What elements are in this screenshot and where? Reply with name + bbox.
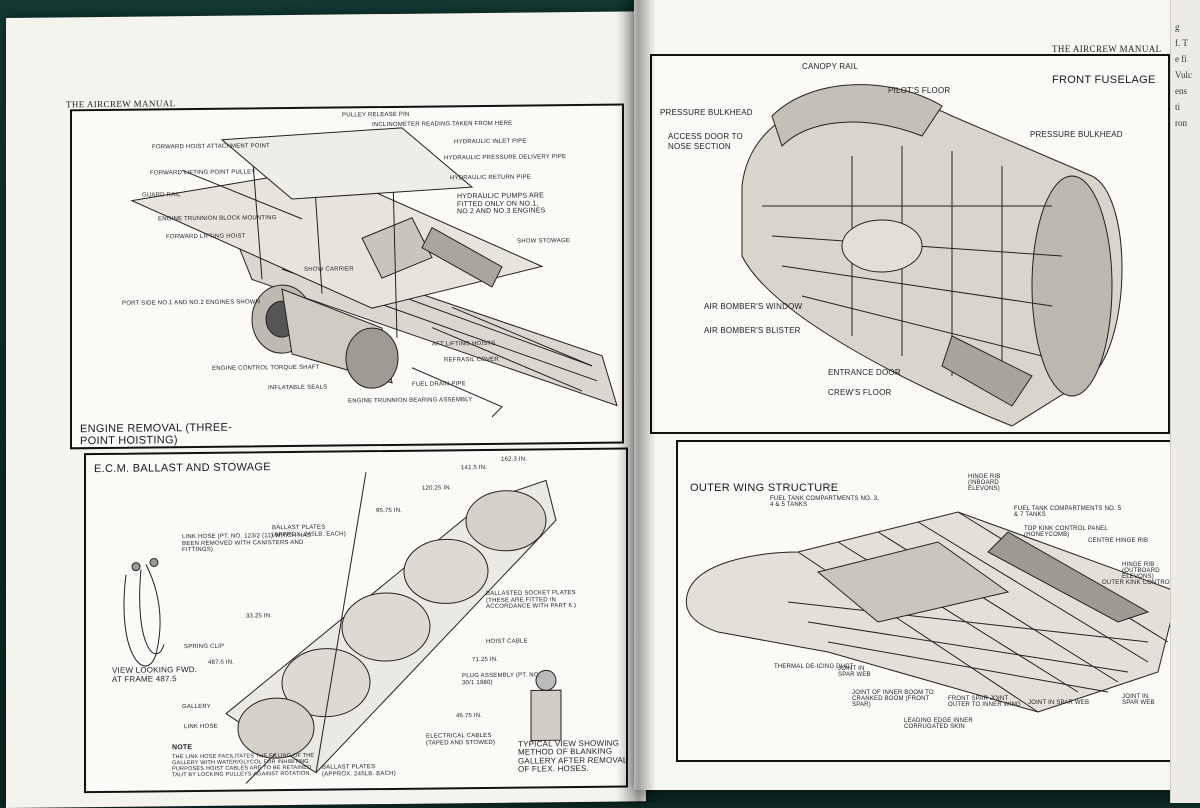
- callout: HYDRAULIC RETURN PIPE: [450, 174, 531, 182]
- callout: LEADING EDGE INNER CORRUGATED SKIN: [904, 718, 973, 730]
- next-page-fragment: g: [1175, 22, 1180, 32]
- book-spine-shadow: [616, 0, 656, 803]
- callout: SHOW CARRIER: [304, 266, 354, 273]
- callout: AFT LIFTING HOISTS: [432, 340, 496, 348]
- next-page-edge: g f. T e fi Vulc ens ti ron: [1170, 0, 1200, 803]
- front-fuselage-drawing: [741, 84, 1123, 427]
- outer-wing-drawing: [685, 511, 1179, 713]
- callout: PILOT'S FLOOR: [888, 86, 951, 95]
- callout: HINGE RIB (INBOARD ELEVONS): [968, 474, 1001, 492]
- callout: CANOPY RAIL: [802, 62, 858, 71]
- running-head-right: THE AIRCREW MANUAL: [1052, 44, 1162, 54]
- callout: ENTRANCE DOOR: [828, 368, 901, 377]
- callout: CREW'S FLOOR: [828, 388, 892, 397]
- callout: JOINT IN SPAR WEB: [1122, 694, 1155, 706]
- callout: 33.25 IN.: [246, 613, 273, 620]
- callout: HYDRAULIC PUMPS ARE FITTED ONLY ON No.1,…: [457, 192, 546, 216]
- right-page: THE AIRCREW MANUAL CANOPY RAIL PILOT'S F…: [634, 0, 1200, 790]
- callout: ENGINE TRUNNION BLOCK MOUNTING: [158, 215, 277, 223]
- callout: FUEL TANK COMPARTMENTS No. 3, 4 & 5 TANK…: [770, 496, 880, 508]
- callout: BALLAST PLATES (APPROX. 245LB. EACH): [272, 524, 346, 538]
- callout: 487.5 IN.: [208, 659, 235, 666]
- callout: GALLERY: [182, 703, 211, 711]
- outer-wing-panel: OUTER WING STRUCTURE HINGE RIB (INBOARD …: [676, 440, 1200, 762]
- callout: ACCESS DOOR TO NOSE SECTION: [668, 132, 743, 151]
- callout: JOINT OF INNER BOOM TO CRANKED BOOM (FRO…: [852, 690, 934, 708]
- panel-title: OUTER WING STRUCTURE: [690, 482, 839, 494]
- callout: BALLASTED SOCKET PLATES (THESE ARE FITTE…: [486, 590, 577, 611]
- next-page-fragment: Vulc: [1175, 70, 1192, 80]
- callout: 71.25 IN.: [472, 656, 499, 664]
- callout: HOIST CABLE: [486, 638, 528, 645]
- callout: CENTRE HINGE RIB: [1088, 538, 1149, 544]
- callout: 141.5 IN.: [461, 464, 488, 472]
- front-fuselage-panel: CANOPY RAIL PILOT'S FLOOR FRONT FUSELAGE…: [650, 54, 1170, 434]
- callout: VIEW LOOKING FWD. AT FRAME 487.5: [112, 664, 198, 684]
- callout: 162.3 IN.: [501, 456, 528, 463]
- ecm-ballast-panel: E.C.M. BALLAST AND STOWAGE 141.5 IN. 162…: [84, 447, 628, 794]
- callout: THERMAL DE-ICING DUCT: [774, 664, 854, 670]
- callout: PULLEY RELEASE PIN: [342, 111, 410, 119]
- next-page-fragment: ron: [1175, 118, 1187, 128]
- left-page: THE AIRCREW MANUAL: [6, 11, 646, 808]
- next-page-fragment: e fi: [1175, 54, 1187, 64]
- callout: 46.75 IN.: [456, 713, 483, 720]
- callout: FUEL TANK COMPARTMENTS No. 5 & 7 TANKS: [1014, 506, 1122, 518]
- note-text: THE LINK HOSE FACILITATES THE FILLING OF…: [172, 752, 315, 779]
- callout: TOP KINK CONTROL PANEL (HONEYCOMB): [1024, 526, 1108, 538]
- callout: ENGINE CONTROL TORQUE SHAFT: [212, 364, 320, 372]
- callout: 120.25 IN.: [422, 485, 452, 492]
- callout: REFRASIL COVER: [444, 356, 499, 364]
- callout: FORWARD LIFTING POINT PULLEY: [150, 169, 256, 177]
- note-heading: NOTE: [172, 744, 193, 752]
- callout: TYPICAL VIEW SHOWING METHOD OF BLANKING …: [518, 738, 628, 774]
- callout: FORWARD LIFTING HOIST: [166, 233, 246, 241]
- callout: BALLAST PLATES (APPROX. 245LB. EACH): [322, 764, 396, 778]
- next-page-fragment: ens: [1175, 86, 1187, 96]
- callout: AIR BOMBER'S WINDOW: [704, 302, 803, 311]
- callout: FRONT SPAR JOINT OUTER TO INNER WING: [948, 696, 1021, 708]
- callout: PLUG ASSEMBLY (PT. No. 30/1 1980): [462, 672, 541, 686]
- callout: PRESSURE BULKHEAD: [1030, 130, 1123, 139]
- next-page-fragment: ti: [1175, 102, 1181, 112]
- callout: GUARD RAIL: [142, 192, 181, 199]
- callout: HYDRAULIC PRESSURE DELIVERY PIPE: [444, 154, 567, 162]
- callout: SPRING CLIP: [184, 643, 225, 651]
- panel-title: ENGINE REMOVAL (THREE-POINT HOISTING): [80, 421, 233, 448]
- callout: JOINT IN SPAR WEB: [838, 666, 871, 678]
- next-page-fragment: f. T: [1175, 38, 1188, 48]
- engine-removal-panel: PULLEY RELEASE PIN INCLINOMETER READING …: [70, 103, 624, 450]
- callout: FUEL DRAIN PIPE: [412, 381, 466, 388]
- callout: OUTER KINK CONTROL RIB: [1102, 580, 1186, 586]
- callout: SHOW STOWAGE: [517, 238, 571, 245]
- engine-removal-drawing: [130, 127, 618, 418]
- callout: INFLATABLE SEALS: [268, 384, 328, 392]
- callout: 95.75 IN.: [376, 507, 403, 515]
- callout: FORWARD HOIST ATTACHMENT POINT: [152, 143, 270, 151]
- callout: ELECTRICAL CABLES (TAPED AND STOWED): [426, 732, 496, 747]
- callout: HINGE RIB (OUTBOARD ELEVONS): [1122, 562, 1160, 580]
- callout: JOINT IN SPAR WEB: [1028, 700, 1090, 706]
- ecm-ballast-drawing: [123, 472, 562, 784]
- callout: HYDRAULIC INLET PIPE: [454, 138, 527, 146]
- callout: PRESSURE BULKHEAD: [660, 108, 753, 117]
- panel-title: E.C.M. BALLAST AND STOWAGE: [94, 461, 271, 476]
- callout: AIR BOMBER'S BLISTER: [704, 326, 801, 335]
- panel-title: FRONT FUSELAGE: [1052, 74, 1156, 86]
- callout: LINK HOSE: [184, 723, 218, 731]
